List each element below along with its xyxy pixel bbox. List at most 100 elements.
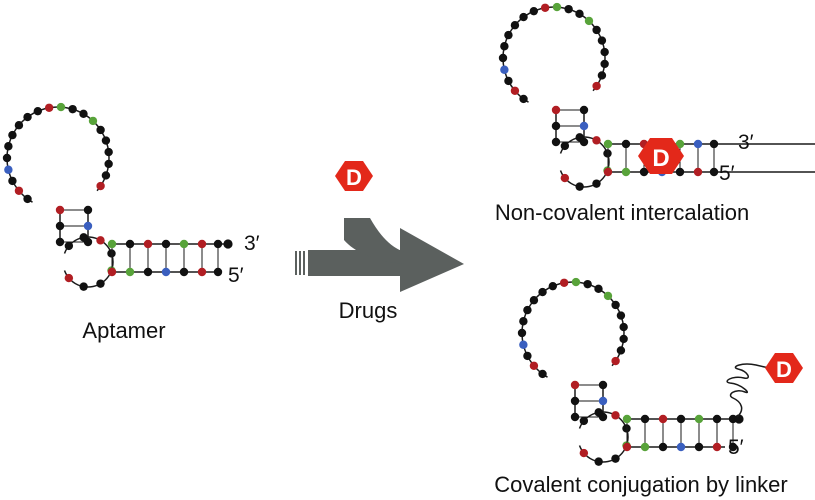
nucleotide-dot (529, 6, 538, 16)
nucleotide-dot (14, 121, 24, 130)
nucleotide-dot (96, 181, 105, 191)
nucleotide-dot (510, 21, 520, 30)
covalent-linker (726, 363, 773, 418)
nucleotide-dot (693, 139, 703, 149)
drug-letter: D (346, 165, 362, 190)
nucleotide-dot (79, 282, 88, 291)
nucleotide-dot (83, 205, 93, 215)
nucleotide-dot (197, 267, 207, 277)
nucleotide-dot (4, 142, 13, 151)
nucleotide-dot (616, 311, 626, 320)
backbone-arc (63, 236, 114, 288)
nucleotide-dot (55, 221, 65, 231)
nucleotide-dot (179, 239, 189, 249)
nucleotide-dot (14, 186, 24, 195)
nucleotide-dot (197, 239, 207, 249)
nucleotide-dot (600, 59, 609, 69)
nucleotide-dot (107, 239, 117, 249)
nucleotide-dot (676, 442, 686, 452)
aptamer-structure-conjugated (517, 277, 744, 466)
nucleotide-dot (571, 277, 581, 287)
nucleotide-dot (96, 236, 105, 245)
nucleotide-dot (523, 351, 532, 361)
drug-badge-conjugated: D (765, 353, 803, 383)
nucleotide-dot (523, 305, 532, 315)
nucleotide-dot (575, 182, 584, 191)
nucleotide-dot (504, 76, 513, 86)
nucleotide-dot (498, 53, 508, 63)
nucleotide-dot (559, 278, 569, 287)
nucleotide-dot (510, 86, 520, 95)
nucleotide-dot (161, 239, 171, 249)
nucleotide-dot (64, 241, 74, 251)
drug-letter: D (776, 357, 792, 382)
nucleotide-dot (592, 81, 601, 91)
nucleotide-dot (213, 239, 223, 249)
nucleotide-dot (694, 414, 704, 424)
nucleotide-dot (594, 284, 603, 294)
nucleotide-dot (551, 105, 561, 115)
nucleotide-dot (213, 267, 223, 277)
nucleotide-dot (658, 414, 668, 424)
nucleotide-dot (560, 173, 570, 183)
nucleotide-dot (500, 42, 509, 51)
nucleotide-dot (101, 136, 111, 145)
covalent-label: Covalent conjugation by linker (494, 472, 788, 497)
nucleotide-dot (560, 141, 570, 151)
nucleotide-dot (640, 442, 650, 452)
terminal-dot (223, 239, 233, 249)
nucleotide-dot (55, 237, 65, 247)
nucleotide-dot (104, 147, 113, 157)
nucleotide-dot (611, 454, 620, 463)
nucleotide-dot (2, 153, 12, 163)
nucleotide-dot (579, 105, 589, 115)
nucleotide-dot (694, 442, 704, 452)
nucleotide-dot (621, 167, 631, 177)
nucleotide-dot (597, 36, 607, 45)
nucleotide-dot (83, 221, 93, 231)
nucleotide-dot (570, 412, 580, 422)
nucleotide-dot (709, 167, 719, 177)
nucleotide-dot (548, 281, 557, 291)
nucleotide-dot (8, 176, 17, 186)
nucleotide-dot (570, 380, 580, 390)
aptamer-structure-free (2, 102, 233, 291)
three-prime-label: 3′ (738, 131, 754, 154)
nucleotide-dot (64, 273, 74, 283)
nucleotide-dot (125, 239, 135, 249)
nucleotide-dot (519, 340, 528, 349)
nucleotide-dot (712, 442, 722, 452)
drug-letter: D (652, 145, 669, 172)
reaction-arrow (295, 218, 464, 292)
nucleotide-dot (622, 424, 631, 433)
nucleotide-dot (592, 136, 601, 145)
nucleotide-dot (611, 356, 620, 366)
nucleotide-dot (621, 139, 631, 149)
nucleotide-dot (575, 9, 584, 19)
aptamer-label: Aptamer (82, 318, 165, 343)
nucleotide-dot (616, 346, 626, 355)
nucleotide-dot (594, 408, 603, 417)
drug-hexagon (335, 161, 373, 191)
nucleotide-dot (675, 139, 685, 149)
nucleotide-dot (56, 102, 66, 112)
nucleotide-dot (619, 334, 628, 344)
nucleotide-dot (594, 457, 603, 466)
drug-badge-free: D (335, 161, 373, 191)
drugs-label: Drugs (339, 298, 398, 323)
nucleotide-dot (519, 317, 528, 326)
nucleotide-dot (161, 267, 171, 277)
noncovalent-label: Non-covalent intercalation (495, 200, 749, 225)
nucleotide-dot (579, 416, 589, 426)
nucleotide-dot (529, 296, 539, 305)
nucleotide-dot (639, 167, 649, 177)
nucleotide-dot (575, 133, 584, 142)
drug-badge-intercalated: D (638, 138, 684, 174)
nucleotide-dot (540, 3, 550, 12)
nucleotide-dot (551, 121, 561, 131)
nucleotide-dot (529, 361, 539, 370)
nucleotide-dot (179, 267, 189, 277)
nucleotide-dot (4, 165, 13, 174)
nucleotide-dot (551, 137, 561, 147)
terminal-dot (734, 414, 744, 424)
